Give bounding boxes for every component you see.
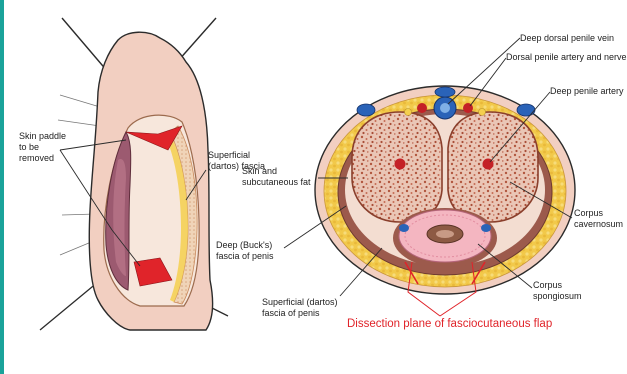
deep-dorsal-vein-lumen xyxy=(440,103,450,113)
superficial-vein-right xyxy=(517,104,535,116)
label-deep-dorsal-vein: Deep dorsal penile vein xyxy=(520,33,614,44)
spongiosum-vessel-left xyxy=(399,224,409,232)
spongiosum-vessel-right xyxy=(481,224,491,232)
label-corpus-spongiosum: Corpus spongiosum xyxy=(533,280,593,302)
superficial-vein-left xyxy=(357,104,375,116)
dorsal-nerve-right xyxy=(479,109,486,116)
leg-line-bl xyxy=(40,282,98,330)
thigh-line-left xyxy=(62,18,108,72)
left-figure xyxy=(40,18,228,330)
label-superficial-dartos: Superficial (dartos) fascia of penis xyxy=(262,297,344,319)
urethra-lumen xyxy=(436,230,454,238)
label-bucks-fascia: Deep (Buck's) fascia of penis xyxy=(216,240,286,262)
dorsal-artery-left xyxy=(417,103,427,113)
label-skin-fat: Skin and subcutaneous fat xyxy=(242,166,318,188)
deep-artery-left xyxy=(395,159,406,170)
label-corpus-cavernosum: Corpus cavernosum xyxy=(574,208,626,230)
cross-section xyxy=(284,38,575,316)
label-skin-paddle: Skin paddle to be removed xyxy=(19,131,67,164)
label-deep-penile-artery: Deep penile artery xyxy=(550,86,624,97)
caption-dissection-plane: Dissection plane of fasciocutaneous flap xyxy=(347,318,552,330)
dorsal-nerve-left xyxy=(405,109,412,116)
corpus-cavernosum-right xyxy=(448,112,538,222)
label-dorsal-artery-nerve: Dorsal penile artery and nerve xyxy=(506,52,627,63)
superficial-vein-top xyxy=(435,87,455,97)
